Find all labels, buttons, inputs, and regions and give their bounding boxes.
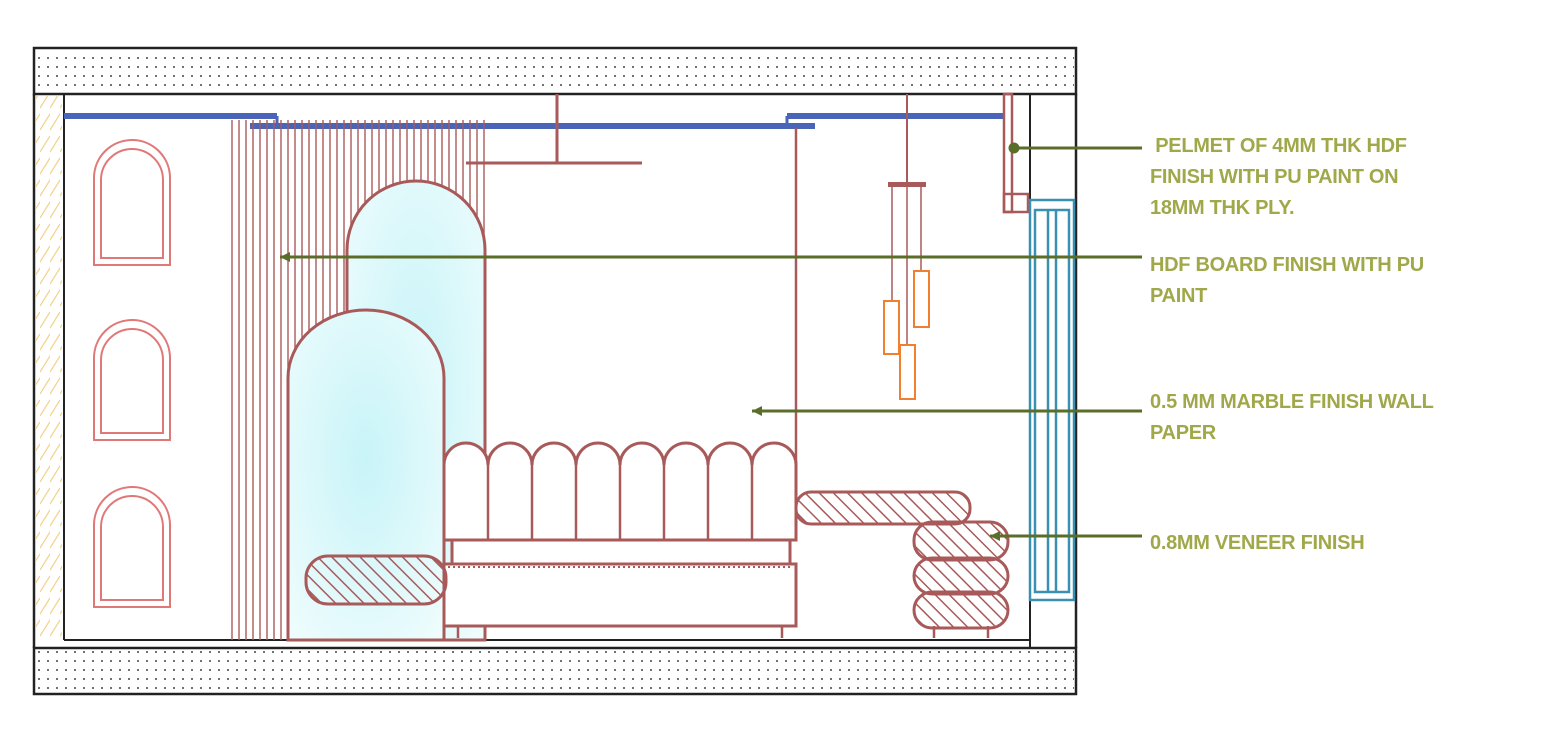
annotation-pelmet: PELMET OF 4MM THK HDF FINISH WITH PU PAI…	[1150, 131, 1407, 224]
wall-niches	[93, 139, 171, 608]
annotation-marble-wallpaper: 0.5 MM MARBLE FINISH WALL PAPER	[1150, 387, 1434, 449]
annotation-line: 18MM THK PLY.	[1150, 197, 1295, 219]
veneer-side-table	[794, 490, 1010, 638]
annotation-hdf-board: HDF BOARD FINISH WITH PU PAINT	[1150, 250, 1424, 312]
annotation-line: PAINT	[1150, 285, 1208, 307]
annotation-line: HDF BOARD FINISH WITH PU	[1150, 254, 1424, 276]
floor-slab	[32, 646, 1078, 696]
sofa	[442, 441, 798, 638]
annotation-line: PELMET OF 4MM THK HDF	[1150, 135, 1407, 157]
annotation-line: PAPER	[1150, 422, 1216, 444]
veneer-bolster-left	[304, 554, 448, 606]
ceiling-slab	[32, 46, 1078, 96]
annotation-veneer: 0.8MM VENEER FINISH	[1150, 528, 1365, 559]
ceiling-profile	[64, 113, 1004, 129]
pendant-light	[883, 94, 930, 400]
window-frame	[1028, 198, 1076, 602]
annotation-line: FINISH WITH PU PAINT ON	[1150, 166, 1399, 188]
annotation-line: 0.8MM VENEER FINISH	[1150, 532, 1365, 554]
leader-lines	[280, 142, 1142, 541]
ceiling-light-fixture	[466, 94, 642, 165]
annotation-line: 0.5 MM MARBLE FINISH WALL	[1150, 391, 1434, 413]
